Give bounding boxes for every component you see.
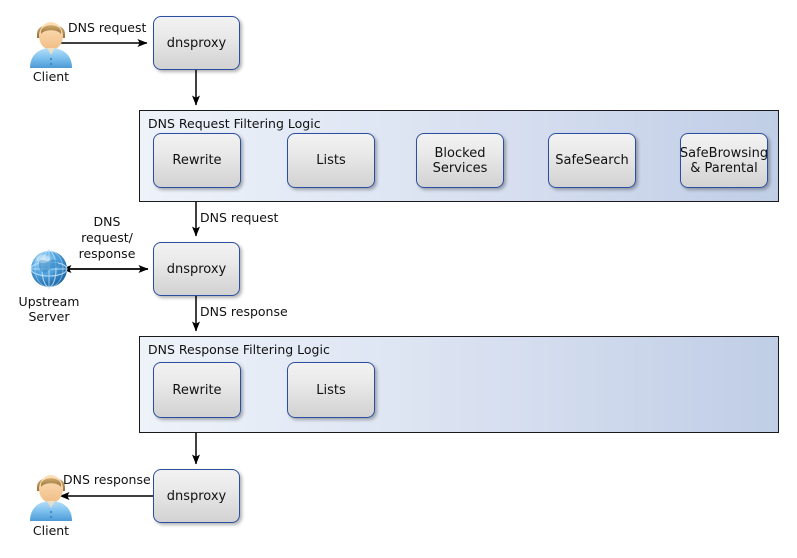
stage-rewrite-request[interactable]: Rewrite	[153, 133, 241, 188]
person-icon	[22, 466, 80, 521]
stage-lists-response[interactable]: Lists	[287, 362, 375, 418]
edge-label-dns-request-top: DNS request	[68, 20, 147, 35]
edge-label-dns-response-middle: DNS response	[200, 304, 288, 319]
stage-lists-request-label: Lists	[316, 153, 346, 168]
client-bottom-label: Client	[32, 523, 70, 538]
response-filtering-panel: DNS Response Filtering Logic	[139, 336, 779, 433]
edge-label-upstream-line1: DNS	[93, 214, 121, 229]
edge-label-dns-response-bottom: DNS response	[63, 472, 151, 487]
edge-label-upstream-line2: request/	[81, 230, 133, 245]
dnsproxy-middle-node[interactable]: dnsproxy	[153, 242, 240, 296]
stage-lists-request[interactable]: Lists	[287, 133, 375, 188]
stage-safesearch[interactable]: SafeSearch	[548, 133, 636, 188]
stage-blocked-services-label-2: Services	[432, 160, 488, 176]
stage-safebrowsing-parental-label-2: & Parental	[690, 160, 758, 176]
dnsproxy-top-label: dnsproxy	[166, 35, 227, 51]
response-filtering-panel-title: DNS Response Filtering Logic	[148, 342, 330, 357]
stage-safebrowsing-parental-label-1: SafeBrowsing	[679, 145, 769, 161]
stage-rewrite-response-label: Rewrite	[172, 382, 222, 398]
request-filtering-panel-title: DNS Request Filtering Logic	[148, 116, 321, 131]
stage-blocked-services-label-1: Blocked	[434, 145, 486, 161]
stage-safebrowsing-parental[interactable]: SafeBrowsing & Parental	[680, 133, 768, 188]
dnsproxy-top-node[interactable]: dnsproxy	[153, 16, 240, 70]
edge-label-dns-request-middle: DNS request	[200, 210, 279, 225]
stage-blocked-services[interactable]: Blocked Services	[416, 133, 504, 188]
upstream-label-line1: Upstream	[18, 294, 80, 309]
client-top-label: Client	[32, 69, 70, 84]
globe-icon	[25, 245, 73, 293]
stage-lists-response-label: Lists	[316, 382, 346, 398]
dnsproxy-middle-label: dnsproxy	[166, 261, 227, 277]
stage-rewrite-request-label: Rewrite	[172, 153, 222, 168]
stage-rewrite-response[interactable]: Rewrite	[153, 362, 241, 418]
dnsproxy-bottom-label: dnsproxy	[166, 488, 227, 504]
dnsproxy-bottom-node[interactable]: dnsproxy	[153, 469, 240, 523]
person-icon	[22, 13, 80, 68]
stage-safesearch-label: SafeSearch	[555, 153, 629, 168]
edge-label-upstream-line3: response	[78, 246, 136, 261]
upstream-label-line2: Server	[28, 309, 70, 324]
